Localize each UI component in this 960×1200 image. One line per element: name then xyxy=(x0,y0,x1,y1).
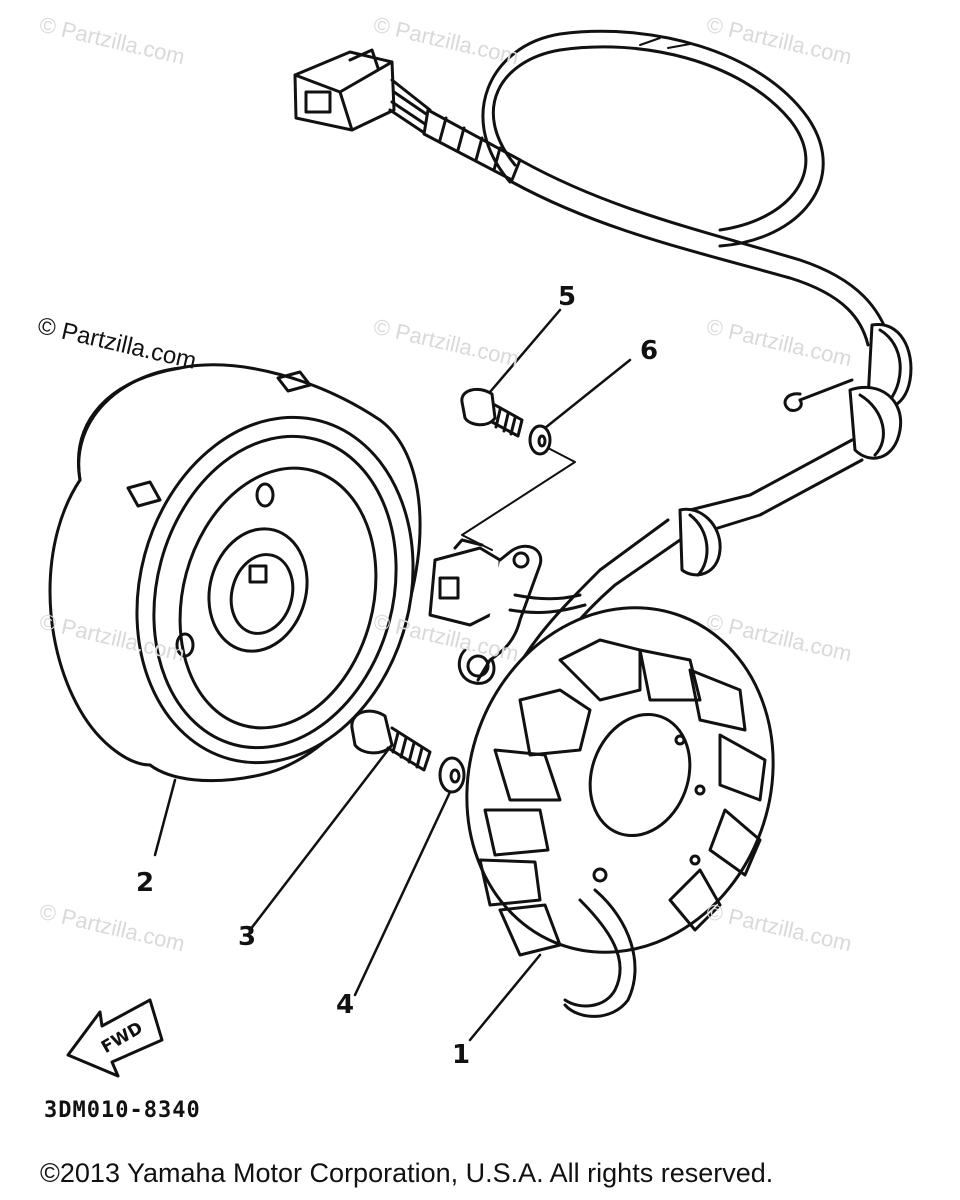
bolt-3 xyxy=(248,709,432,932)
callout-4: 4 xyxy=(336,990,355,1020)
callout-6: 6 xyxy=(640,336,659,366)
washer-6 xyxy=(461,358,632,551)
callout-3: 3 xyxy=(238,922,257,952)
stator-assembly xyxy=(465,606,775,1042)
callout-1: 1 xyxy=(452,1040,471,1070)
washer-4 xyxy=(353,756,466,997)
pickup-coil xyxy=(428,538,587,685)
wire-harness xyxy=(293,29,913,732)
flywheel-rotor xyxy=(48,363,422,857)
fwd-arrow xyxy=(66,998,164,1078)
callout-5: 5 xyxy=(558,282,577,312)
screw-5 xyxy=(460,308,562,438)
diagram-code: 3DM010-8340 xyxy=(44,1098,201,1123)
copyright-notice: ©2013 Yamaha Motor Corporation, U.S.A. A… xyxy=(40,1158,774,1188)
callout-2: 2 xyxy=(136,868,155,898)
